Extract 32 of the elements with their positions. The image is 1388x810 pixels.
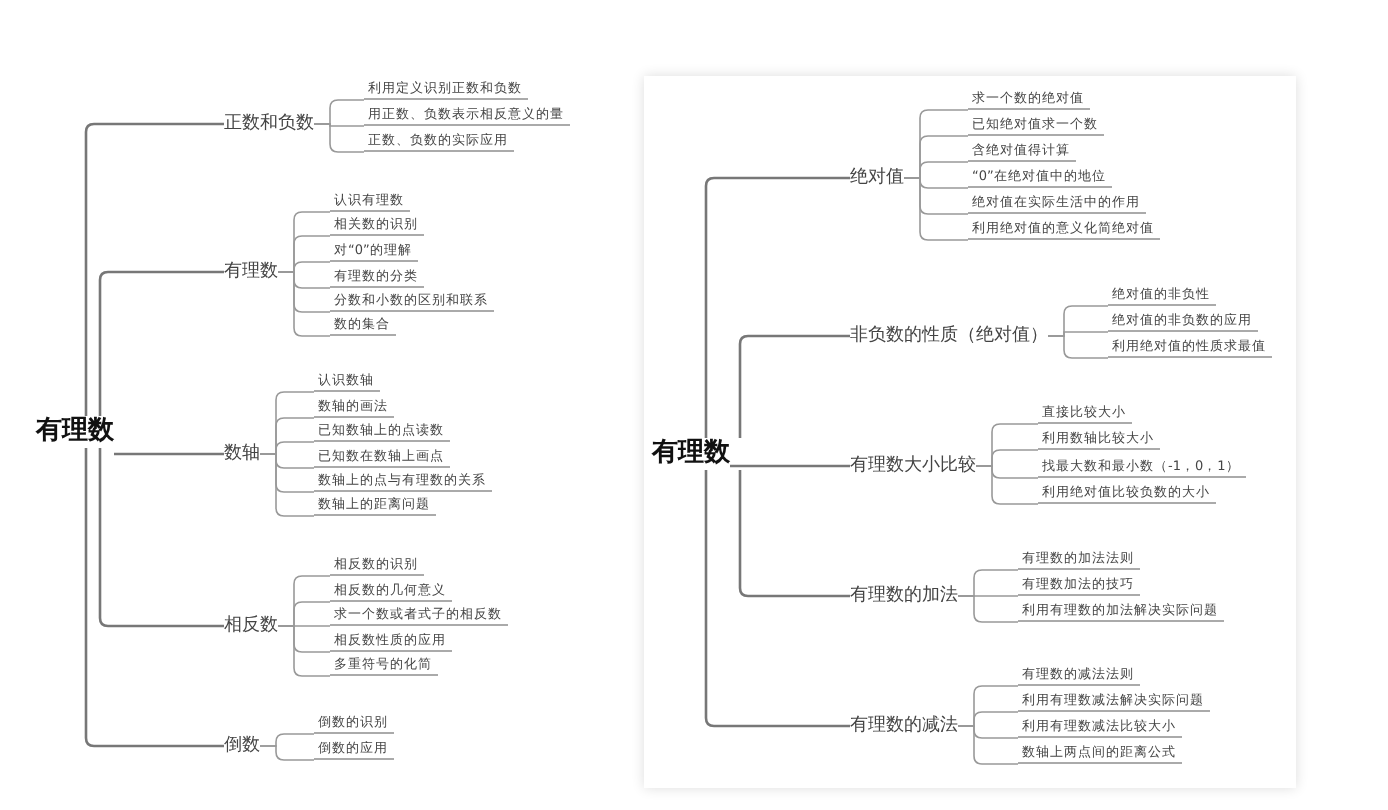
branch-topic: 有理数的减法 [850,714,958,738]
connector-line [84,448,224,748]
connector-line [704,176,850,438]
connector-line [975,465,1039,505]
branch-topic: 有理数 [224,260,278,284]
connector-line [277,271,331,337]
connector-line [98,448,224,628]
connector-line [259,745,315,761]
central-topic: 有理数 [36,416,114,448]
branch-topic: 正数和负数 [224,112,314,136]
connector-line [84,122,224,416]
branch-topic: 倒数 [224,734,260,758]
branch-topic: 数轴 [224,442,260,466]
branch-topic: 非负数的性质（绝对值） [850,324,1048,348]
connector-line [313,123,365,153]
central-topic: 有理数 [652,438,730,470]
connector-line [1047,335,1109,359]
connector-line [957,595,1019,623]
connector-line [704,470,850,728]
branch-topic: 绝对值 [850,166,904,190]
connector-line [114,452,224,456]
branch-topic: 相反数 [224,614,278,638]
connector-line [98,270,224,416]
branch-topic: 有理数的加法 [850,584,958,608]
connector-line [738,334,850,438]
connector-line [277,625,331,677]
connector-line [730,464,850,468]
connector-line [903,177,969,241]
branch-topic: 有理数大小比较 [850,454,976,478]
connector-line [259,453,315,517]
connector-line [738,470,850,598]
connector-line [957,725,1019,765]
